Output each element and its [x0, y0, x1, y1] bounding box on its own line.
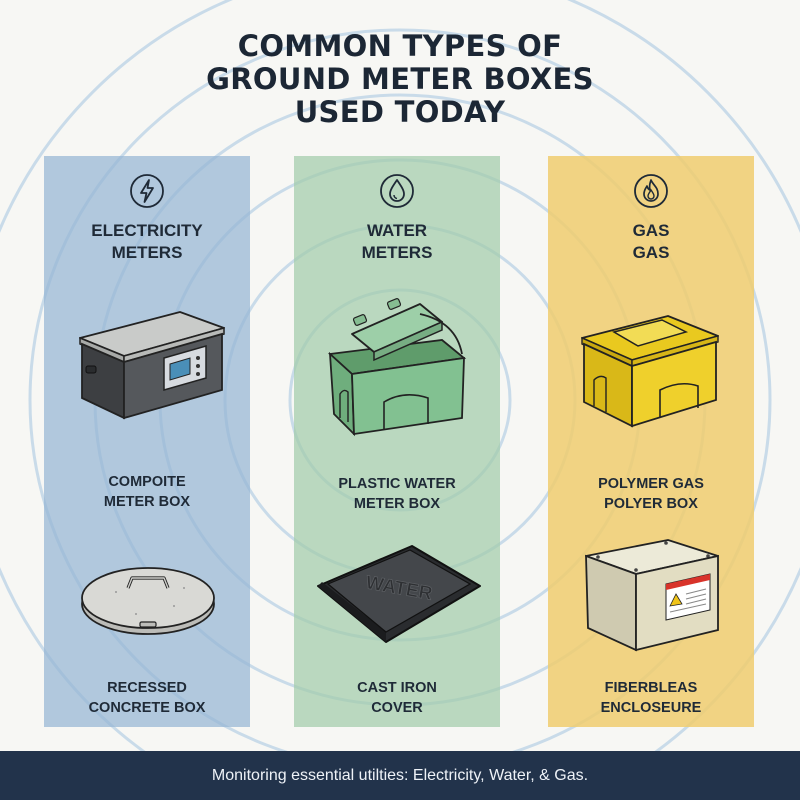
water-heading: WATER METERS — [294, 220, 500, 264]
plastic-water-meter-box-label: PLASTIC WATER METER BOX — [294, 474, 500, 514]
water-drop-icon — [380, 174, 414, 208]
title-line-1: COMMON TYPES OF — [237, 29, 563, 63]
fiberglass-enclosure-illustration — [585, 539, 719, 652]
page-title: COMMON TYPES OF GROUND METER BOXES USED … — [0, 30, 800, 129]
polymer-gas-box-illustration — [581, 315, 719, 428]
flame-icon — [634, 174, 668, 208]
title-line-2: GROUND METER BOXES — [206, 62, 594, 96]
item-label-line-1: PLASTIC WATER — [338, 476, 456, 492]
item-label-line-1: FIBERBLEAS — [604, 680, 698, 696]
item-label-line-1: CAST IRON — [357, 680, 437, 696]
composite-meter-box-label: COMPOITE METER BOX — [44, 472, 250, 512]
composite-meter-box-illustration — [79, 311, 225, 420]
item-label-line-1: COMPOITE — [108, 474, 186, 490]
recessed-concrete-box-label: RECESSED CONCRETE BOX — [44, 678, 250, 718]
heading-line-2: METERS — [361, 243, 433, 262]
water-column: WATER METERS PLASTIC WATER METER BOX WAT… — [294, 156, 500, 727]
heading-line-2: METERS — [111, 243, 183, 262]
item-label-line-1: RECESSED — [107, 680, 187, 696]
heading-line-1: GAS — [632, 221, 670, 240]
heading-line-1: ELECTRICITY — [91, 221, 203, 240]
cast-iron-cover-illustration: WATER — [317, 545, 481, 643]
fiberglass-enclosure-label: FIBERBLEAS ENCLOSEURE — [548, 678, 754, 718]
cast-iron-cover-label: CAST IRON COVER — [294, 678, 500, 718]
polymer-gas-box-label: POLYMER GAS POLYER BOX — [548, 474, 754, 514]
footer-text: Monitoring essential utilties: Electrici… — [211, 766, 589, 784]
item-label-line-2: COVER — [371, 700, 423, 716]
item-label-line-1: POLYMER GAS — [598, 476, 704, 492]
item-label-line-2: METER BOX — [353, 496, 441, 512]
lightning-bolt-icon — [130, 174, 164, 208]
item-label-line-2: ENCLOSEURE — [600, 700, 702, 716]
item-label-line-2: CONCRETE BOX — [88, 700, 206, 716]
heading-line-2: GAS — [632, 243, 670, 262]
heading-line-1: WATER — [366, 221, 428, 240]
title-line-3: USED TODAY — [294, 95, 506, 129]
plastic-water-meter-box-illustration — [327, 298, 467, 437]
gas-column: GAS GAS POLYMER GAS POLYER BOX FIBERBLEA… — [548, 156, 754, 727]
gas-heading: GAS GAS — [548, 220, 754, 264]
item-label-line-2: POLYER BOX — [604, 496, 698, 512]
electricity-column: ELECTRICITY METERS COMPOITE METER BOX RE… — [44, 156, 250, 727]
item-label-line-2: METER BOX — [103, 494, 191, 510]
electricity-heading: ELECTRICITY METERS — [44, 220, 250, 264]
footer-bar: Monitoring essential utilties: Electrici… — [0, 751, 800, 800]
recessed-concrete-box-illustration — [81, 567, 215, 635]
